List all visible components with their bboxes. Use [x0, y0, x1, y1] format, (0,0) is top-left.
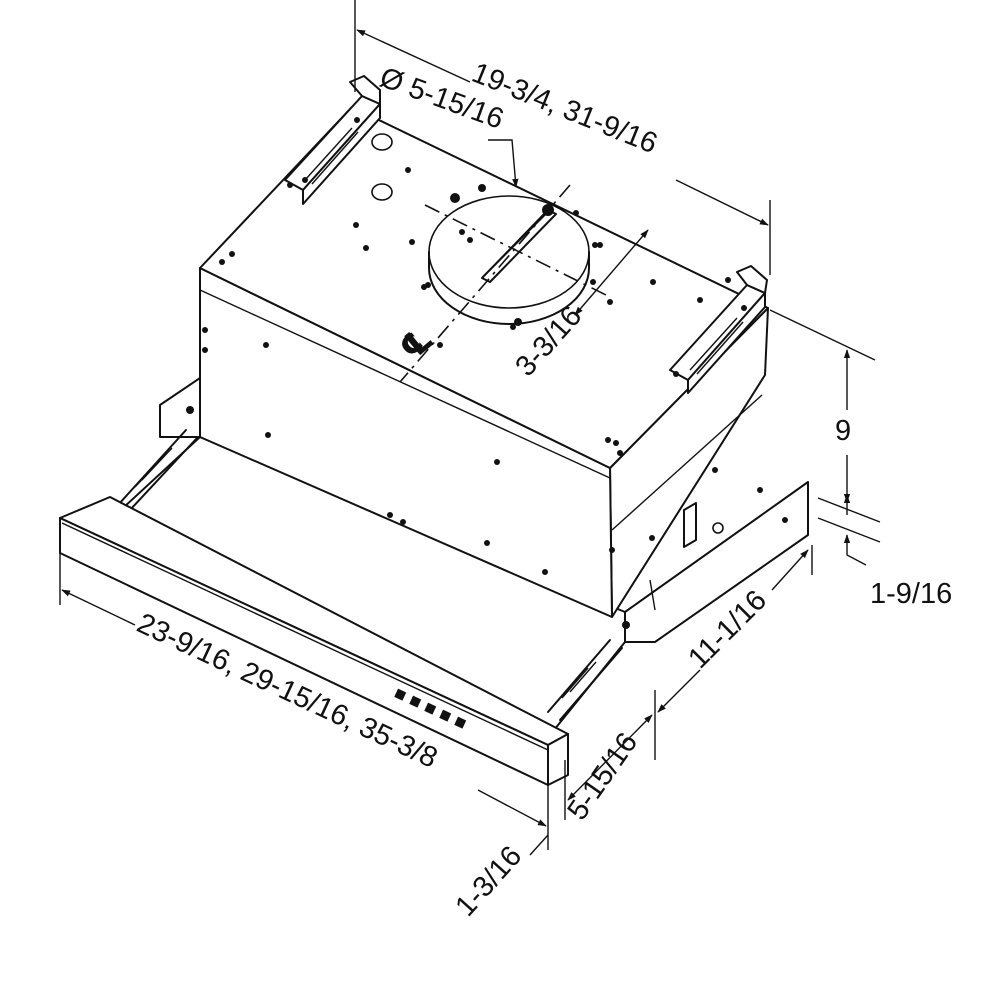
- left-rail-slot: [134, 447, 173, 488]
- control-button: [394, 688, 407, 701]
- left-end-block: [159, 377, 206, 438]
- dimension-lines: [59, 0, 881, 856]
- right-rail-slot: [561, 661, 597, 699]
- dim-extension: 5-15/16: [562, 727, 645, 826]
- mounting-bracket-right: [669, 265, 768, 394]
- control-button: [439, 709, 452, 722]
- front-seam: [199, 289, 611, 479]
- control-buttons: [394, 688, 467, 729]
- dim-height: 9: [835, 415, 851, 447]
- centerlines: [399, 184, 611, 383]
- control-button: [409, 695, 422, 708]
- side-vent: [683, 502, 697, 548]
- mounting-bracket-left: [284, 75, 381, 205]
- side-seam: [611, 394, 763, 531]
- left-rail: [117, 429, 198, 511]
- side-hole: [712, 522, 724, 534]
- right-rail: [547, 639, 623, 721]
- control-button: [424, 702, 437, 715]
- dim-trim-height: 1-3/16: [449, 840, 528, 923]
- control-button: [454, 716, 467, 729]
- front-fasteners: [186, 327, 788, 629]
- dim-front-lip: 1-9/16: [870, 578, 952, 610]
